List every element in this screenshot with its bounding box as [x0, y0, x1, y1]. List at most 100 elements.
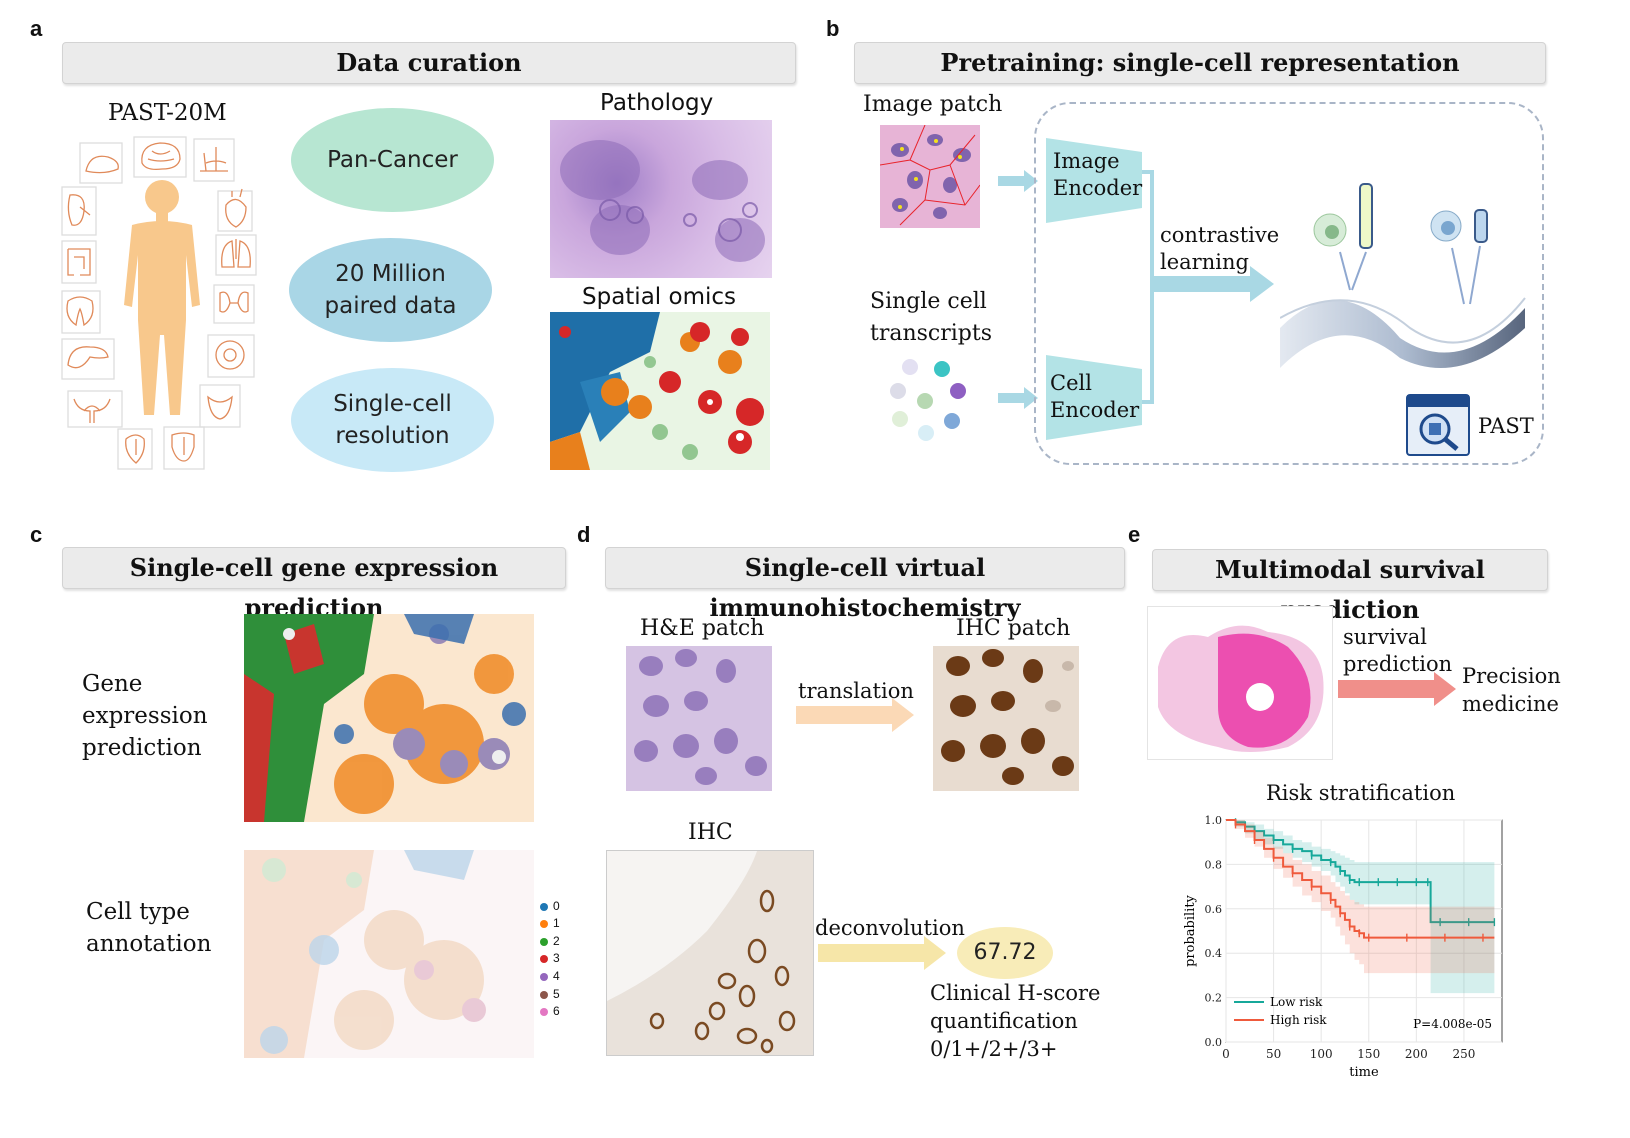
x-tick-label-4: 200: [1405, 1047, 1428, 1061]
transcript-dots: [890, 359, 966, 441]
ci-band-0: [1226, 820, 1495, 994]
legend-dot-6: [540, 1007, 548, 1016]
x-tick-label-1: 50: [1266, 1047, 1281, 1061]
panel-letter-c: c: [30, 522, 43, 547]
legend-dot-2: [540, 937, 548, 946]
ci-band-1: [1226, 820, 1495, 974]
ihc-patch-image: [933, 646, 1079, 791]
model-container: [1034, 102, 1544, 465]
pathology-label: Pathology: [600, 90, 714, 116]
million-paired-label: 20 Million paired data: [324, 261, 457, 319]
embedding-space: [1280, 183, 1526, 368]
ihc-label: IHC: [688, 820, 733, 845]
legend-label-1: 1: [553, 916, 560, 930]
x-tick-label-0: 0: [1222, 1047, 1230, 1061]
x-tick-label-3: 150: [1357, 1047, 1380, 1061]
legend-item-2: 2: [540, 934, 560, 948]
chart-plot-area: [1225, 819, 1503, 1043]
human-body-illustration: [61, 136, 257, 470]
risk-stratification-title: Risk stratification: [1266, 781, 1456, 805]
y-tick-label-5: 1.0: [1205, 814, 1223, 827]
cell-encoder-shape: [1046, 355, 1142, 440]
past-model-label: PAST: [1478, 414, 1534, 438]
legend-item-3: 3: [540, 951, 560, 965]
hscore-value: 67.72: [957, 927, 1053, 979]
y-axis-label: probability: [1183, 894, 1198, 966]
legend-dot-1: [540, 919, 548, 928]
contrastive-arrow: [1142, 170, 1274, 404]
cell-type-map: [244, 850, 534, 1058]
pathology-image: [550, 120, 772, 278]
legend-label-6: 6: [553, 1004, 560, 1018]
legend-dot-4: [540, 972, 548, 981]
legend-label-2: 2: [553, 934, 560, 948]
translation-label: translation: [798, 679, 914, 703]
gene-expression-label: Gene expression prediction: [82, 671, 208, 761]
legend-label-1: High risk: [1270, 1013, 1327, 1027]
pan-cancer-label: Pan-Cancer: [327, 147, 458, 173]
ihc-slide-image: [606, 850, 814, 1056]
he-patch-label: H&E patch: [640, 616, 765, 641]
survival-curve-0: [1226, 819, 1495, 924]
legend-item-5: 5: [540, 987, 560, 1001]
x-tick-label-5: 250: [1452, 1047, 1475, 1061]
contrastive-label: contrastive learning: [1160, 223, 1280, 274]
hscore-value-text: 67.72: [973, 940, 1037, 965]
survival-banner: Multimodal survival prediction: [1152, 549, 1548, 624]
deconvolution-arrow: [818, 936, 946, 970]
single-cell-label: Single-cell resolution: [333, 391, 452, 449]
image-encoder-label: Image Encoder: [1053, 149, 1143, 200]
hscore-description: Clinical H-score quantification 0/1+/2+/…: [930, 981, 1101, 1061]
p-value-annotation: P=4.008e-05: [1413, 1017, 1492, 1031]
image-patch-thumbnail: [880, 125, 980, 228]
legend-label-3: 3: [553, 951, 560, 965]
survival-arrow: [1338, 672, 1456, 706]
legend-item-1: 1: [540, 916, 560, 930]
translation-arrow: [796, 698, 914, 732]
y-tick-label-3: 0.6: [1205, 903, 1223, 916]
y-tick-label-4: 0.8: [1205, 858, 1223, 871]
legend-label-4: 4: [553, 969, 560, 983]
y-tick-label-1: 0.2: [1205, 992, 1223, 1005]
panel-letter-a: a: [30, 16, 43, 41]
data-curation-banner: Data curation: [62, 42, 796, 84]
gene-expression-map: [244, 614, 534, 822]
km-survival-chart: 0 50 100 150 200 250 0.0 0.2 0.4 0.6 0.8 1.0 time pro…: [1183, 814, 1503, 1080]
legend-dot-3: [540, 954, 548, 963]
image-input-arrow: [998, 170, 1038, 192]
virtual-ihc-banner: Single-cell virtual immunohistochemistry: [605, 547, 1125, 622]
transcripts-label: Single cell transcripts: [870, 289, 993, 346]
spatial-omics-image: [550, 312, 770, 470]
legend-item-4: 4: [540, 969, 560, 983]
panel-letter-d: d: [577, 522, 591, 547]
legend-item-0: 0: [540, 899, 560, 913]
spatial-omics-label: Spatial omics: [582, 284, 736, 310]
precision-medicine-label: Precision medicine: [1462, 664, 1561, 716]
legend-label-0: 0: [553, 899, 560, 913]
single-cell-ellipse: Single-cell resolution: [291, 368, 494, 472]
survival-prediction-label: survival prediction: [1343, 625, 1453, 676]
legend-label-5: 5: [553, 987, 560, 1001]
dataset-label: PAST-20M: [108, 100, 227, 126]
pan-cancer-ellipse: Pan-Cancer: [291, 108, 494, 212]
y-tick-label-2: 0.4: [1205, 947, 1223, 960]
he-patch-image: [626, 646, 772, 791]
legend-item-6: 6: [540, 1004, 560, 1018]
ihc-patch-label: IHC patch: [956, 616, 1071, 641]
wsi-image: [1147, 606, 1333, 760]
panel-letter-b: b: [826, 16, 840, 41]
legend-dot-0: [540, 902, 548, 911]
panel-letter-e: e: [1128, 522, 1141, 547]
deconvolution-label: deconvolution: [815, 916, 965, 940]
legend-label-0: Low risk: [1270, 995, 1323, 1009]
cell-type-label: Cell type annotation: [86, 899, 212, 957]
cell-encoder-label: Cell Encoder: [1050, 371, 1140, 422]
legend-dot-5: [540, 990, 548, 999]
cell-input-arrow: [998, 387, 1038, 409]
x-tick-label-2: 100: [1310, 1047, 1333, 1061]
million-paired-ellipse: 20 Million paired data: [289, 238, 492, 342]
y-tick-label-0: 0.0: [1205, 1036, 1223, 1049]
pretraining-banner: Pretraining: single-cell representation: [854, 42, 1546, 84]
image-patch-label: Image patch: [863, 92, 1003, 117]
x-axis-label: time: [1349, 1065, 1379, 1080]
